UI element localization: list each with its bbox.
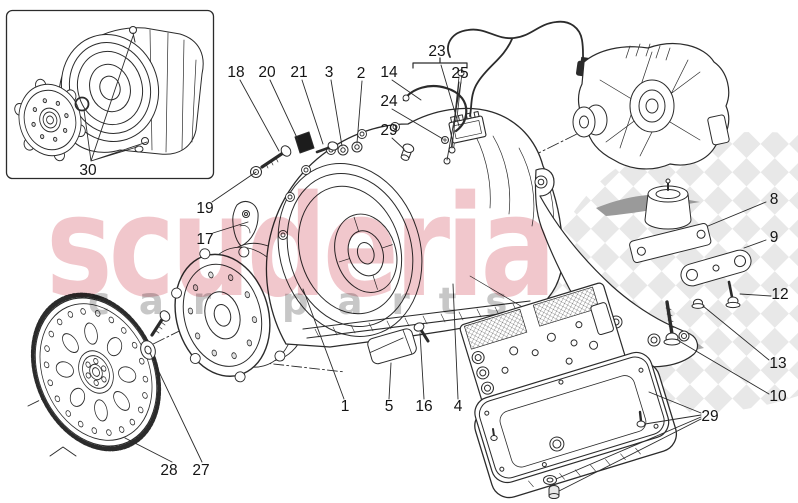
pan-bolt-left	[490, 428, 498, 441]
inset-bolt-top	[129, 26, 137, 43]
inset-box	[5, 9, 215, 180]
pan-bolt-29	[636, 410, 646, 428]
washer-and-bolt-27	[140, 310, 171, 360]
mount-bracket-9	[680, 249, 752, 287]
rim-lugs	[278, 122, 400, 240]
bolt-10	[663, 300, 681, 346]
pan-plug	[548, 485, 560, 499]
flexplate-drawing	[30, 292, 162, 452]
inset-gearbox-drawing	[14, 26, 204, 162]
bolt-12	[725, 280, 741, 309]
oil-pan-drawing	[474, 351, 678, 499]
pad-5-drawing	[367, 328, 417, 365]
bolt-16-drawing	[413, 322, 430, 343]
break-mark	[49, 446, 77, 457]
sensor-and-fasteners	[250, 131, 415, 178]
bracket-17-drawing	[232, 201, 259, 247]
gearbox-housing-drawing	[265, 107, 564, 348]
sensor-body	[294, 131, 315, 154]
inset-bolt-bottom	[134, 137, 149, 153]
pan-washer	[543, 475, 557, 485]
leader-lines	[124, 57, 772, 492]
mount-base-plate	[629, 222, 712, 263]
harness-bracket-14	[402, 84, 468, 133]
nut-13	[691, 298, 705, 309]
transfer-case-drawing	[572, 43, 730, 170]
engine-mount-8	[644, 178, 692, 230]
